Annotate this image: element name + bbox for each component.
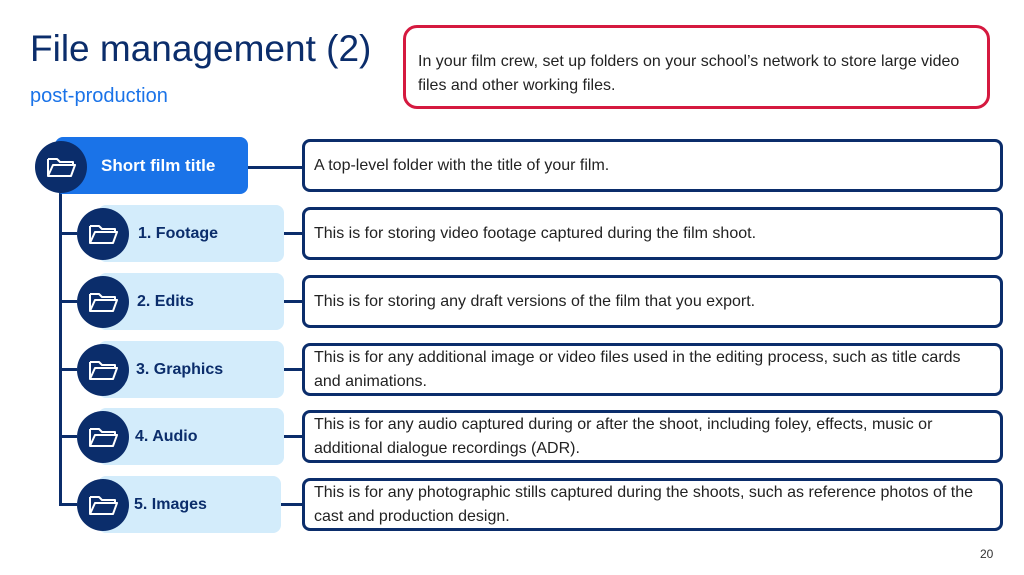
folder-images-description: This is for any photographic stills capt… — [302, 478, 1003, 531]
tree-branch-images — [59, 503, 77, 506]
tree-trunk-line — [59, 190, 62, 506]
folder-footage-label-box: 1. Footage — [98, 205, 284, 262]
folder-icon — [35, 141, 87, 193]
folder-footage-label: 1. Footage — [138, 224, 219, 242]
folder-graphics-label: 3. Graphics — [136, 360, 224, 378]
folder-icon — [77, 479, 129, 531]
page-number: 20 — [980, 547, 994, 561]
folder-icon — [77, 276, 129, 328]
page-title: File management (2) — [30, 28, 372, 69]
folder-root-label: Short film title — [101, 155, 216, 175]
folder-graphics-description: This is for any additional image or vide… — [302, 343, 1003, 396]
connector-audio — [284, 435, 302, 438]
folder-audio-label-box: 4. Audio — [98, 408, 284, 465]
folder-audio-description: This is for any audio captured during or… — [302, 410, 1003, 463]
folder-images-label: 5. Images — [134, 495, 207, 513]
folder-edits-description: This is for storing any draft versions o… — [302, 275, 1003, 328]
folder-root-description: A top-level folder with the title of you… — [302, 139, 1003, 192]
folder-icon — [77, 344, 129, 396]
tree-branch-audio — [59, 435, 77, 438]
connector-footage — [284, 232, 302, 235]
folder-icon — [77, 208, 129, 260]
folder-graphics-label-box: 3. Graphics — [98, 341, 284, 398]
folder-edits-label: 2. Edits — [137, 292, 194, 310]
folder-edits-label-box: 2. Edits — [98, 273, 284, 330]
folder-footage-description: This is for storing video footage captur… — [302, 207, 1003, 260]
tree-branch-graphics — [59, 368, 77, 371]
connector-graphics — [284, 368, 302, 371]
folder-audio-label: 4. Audio — [135, 427, 198, 445]
folder-icon — [77, 411, 129, 463]
folder-root-label-box: Short film title — [55, 137, 248, 194]
connector-root — [248, 166, 302, 169]
connector-edits — [284, 300, 302, 303]
instruction-callout: In your film crew, set up folders on you… — [403, 25, 990, 109]
tree-branch-footage — [59, 232, 77, 235]
connector-images — [281, 503, 302, 506]
page-subtitle: post-production — [30, 85, 168, 107]
tree-branch-edits — [59, 300, 77, 303]
